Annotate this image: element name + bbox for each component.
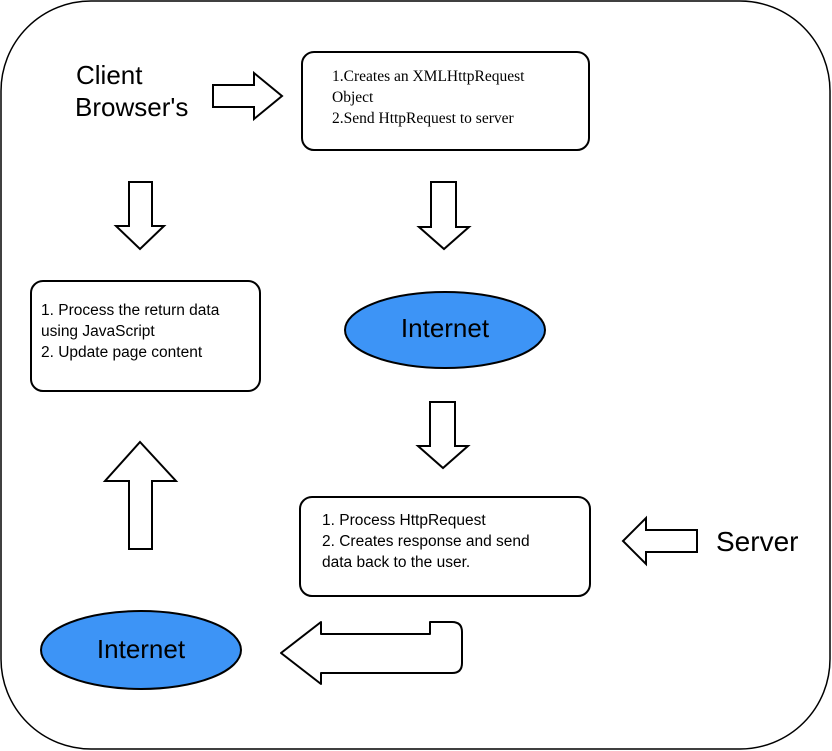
create-request-text: 1.Creates an XMLHttpRequest Object 2.Sen…: [332, 66, 524, 129]
down-arrow-top-icon: [416, 181, 472, 251]
left-arrow-server-icon: [621, 515, 698, 567]
create-request-box: [301, 51, 590, 151]
internet-node-top: [344, 291, 546, 369]
process-return-line1: 1. Process the return data: [41, 302, 220, 319]
internet-bottom-label: Internet: [96, 634, 186, 664]
process-return-line2: using JavaScript: [41, 323, 155, 340]
process-return-line3: 2. Update page content: [41, 344, 203, 361]
process-request-text: 1. Process HttpRequest 2. Creates respon…: [322, 510, 530, 573]
process-request-line2: 2. Creates response and send: [322, 533, 530, 550]
server-label: Server: [716, 526, 799, 557]
internet-node-bottom: [40, 610, 242, 690]
client-label-line1: Client: [76, 60, 143, 90]
process-return-box: [30, 280, 261, 392]
create-request-line3: 2.Send HttpRequest to server: [332, 110, 514, 127]
process-request-box: [299, 496, 591, 597]
create-request-line1: 1.Creates an XMLHttpRequest: [332, 68, 525, 85]
process-return-text: 1. Process the return data using JavaScr…: [41, 300, 219, 363]
internet-top-label: Internet: [400, 313, 490, 343]
down-arrow-middle-icon: [415, 401, 471, 470]
client-label-line2: Browser's: [75, 92, 189, 122]
create-request-line2: Object: [332, 89, 374, 106]
return-curved-arrow-icon: [280, 621, 463, 685]
process-request-line3: data back to the user.: [322, 554, 471, 571]
process-request-line1: 1. Process HttpRequest: [322, 512, 486, 529]
down-arrow-left-icon: [113, 181, 167, 251]
up-arrow-icon: [102, 440, 179, 550]
right-arrow-icon: [212, 70, 284, 122]
